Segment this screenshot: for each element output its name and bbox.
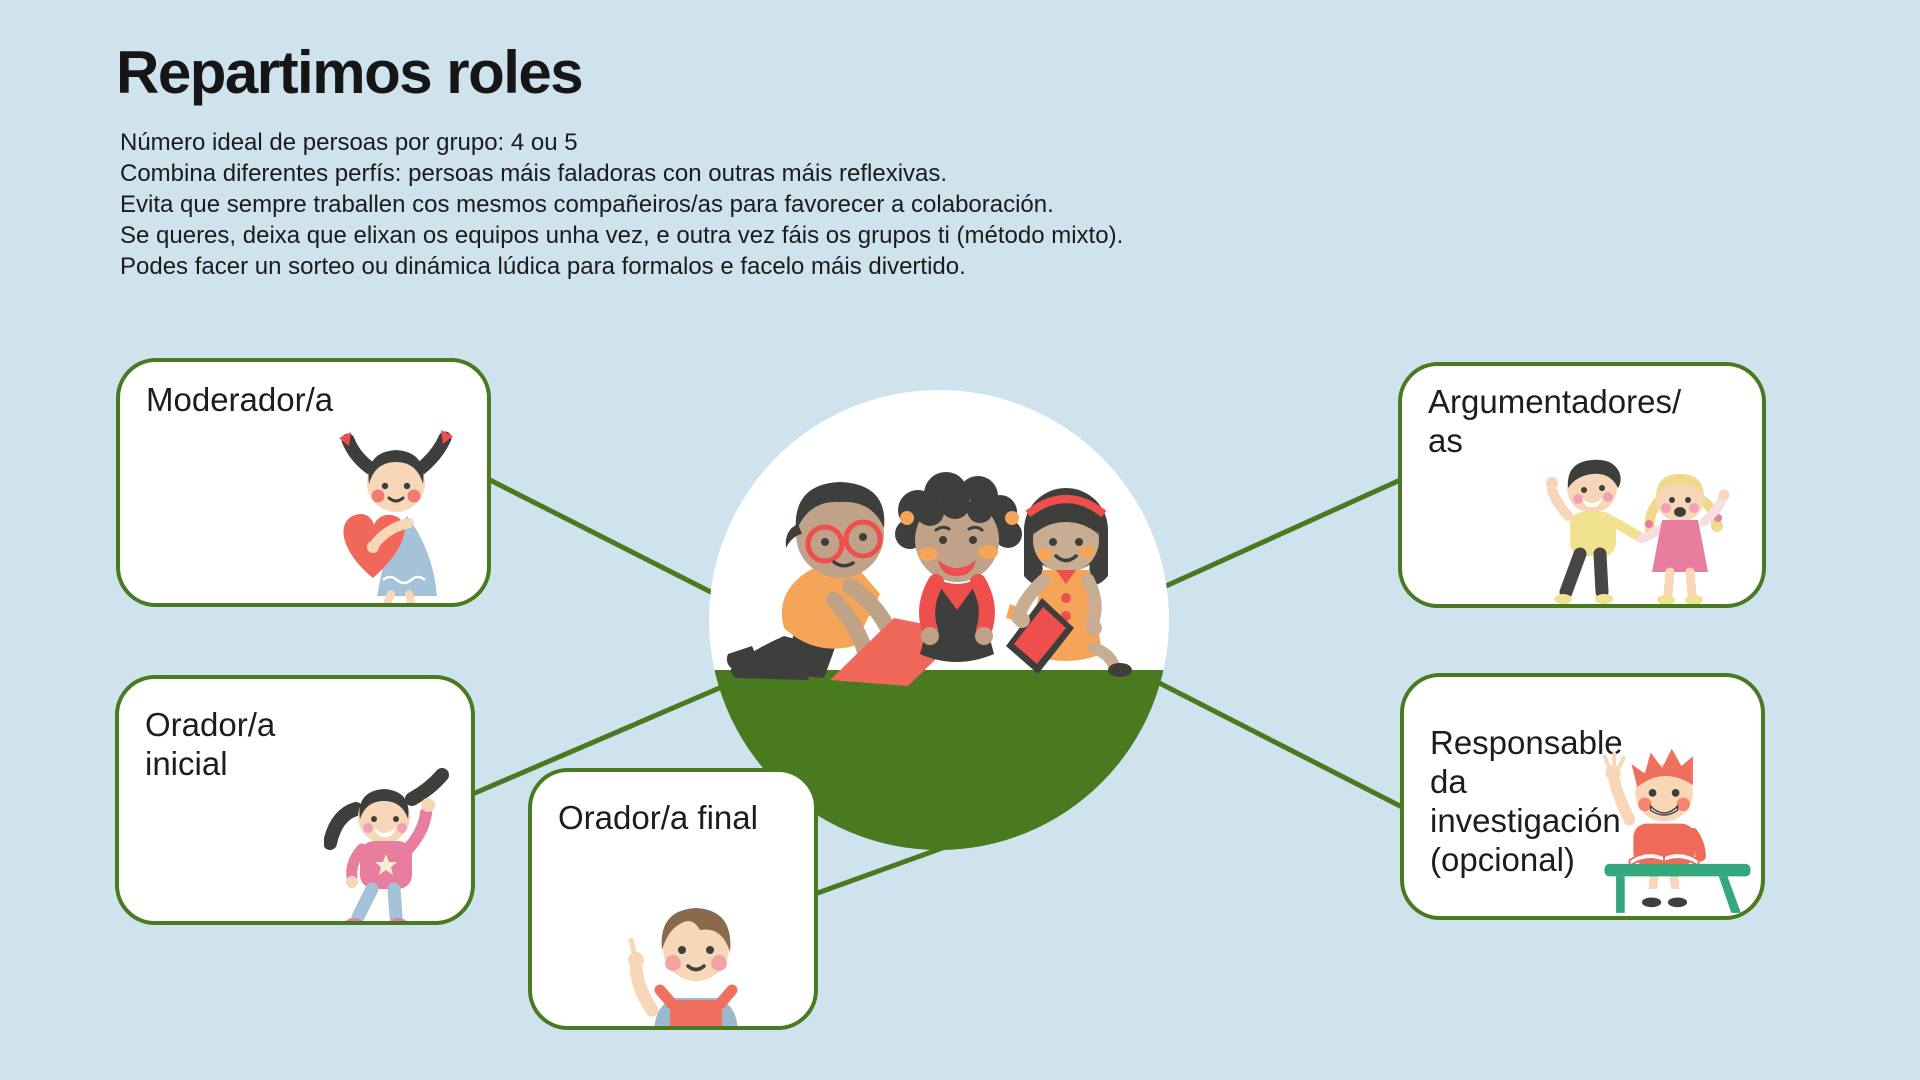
children-reading-together-illustration: [726, 472, 1132, 686]
intro-text: Número ideal de persoas por grupo: 4 ou …: [120, 127, 1123, 282]
role-label-argumentadores: Argumentadores/as: [1428, 383, 1682, 459]
boy-raising-finger-illustration: [628, 908, 738, 1026]
intro-line: Combina diferentes perfís: persoas máis …: [120, 160, 948, 187]
role-label-moderador: Moderador/a: [146, 381, 334, 418]
intro-line: Evita que sempre traballen cos mesmos co…: [120, 191, 1054, 218]
page-title: Repartimos roles: [116, 39, 584, 106]
connector-argumentadores: [1132, 478, 1401, 603]
girl-holding-heart-illustration: [339, 430, 453, 603]
curly-hair-girl-figure: [895, 472, 1024, 662]
connector-responsable: [1127, 665, 1403, 809]
boy-and-girl-waving-illustration: [1546, 459, 1730, 604]
role-label-orador-inicial: Orador/a inicial: [145, 706, 276, 782]
bob-hair-girl-figure: [1006, 488, 1132, 677]
role-card-argumentadores: Argumentadores/as: [1398, 362, 1766, 608]
role-card-moderador: Moderador/a: [116, 358, 491, 607]
role-card-orador-final: Orador/a final: [528, 768, 818, 1030]
role-label-orador-final: Orador/a final: [558, 799, 758, 836]
role-label-responsable: Responsable da investigación (opcional): [1430, 724, 1623, 878]
intro-line: Podes facer un sorteo ou dinámica lúdica…: [120, 253, 966, 280]
intro-line: Número ideal de persoas por grupo: 4 ou …: [120, 129, 578, 156]
role-card-responsable: Responsable da investigación (opcional): [1400, 673, 1765, 920]
boy-at-desk-illustration: [1602, 748, 1751, 913]
boy-with-glasses-figure: [726, 482, 910, 680]
girl-waving-illustration: [324, 768, 449, 921]
intro-line: Se queres, deixa que elixan os equipos u…: [120, 222, 1124, 249]
role-card-orador-inicial: Orador/a inicial: [115, 675, 475, 925]
